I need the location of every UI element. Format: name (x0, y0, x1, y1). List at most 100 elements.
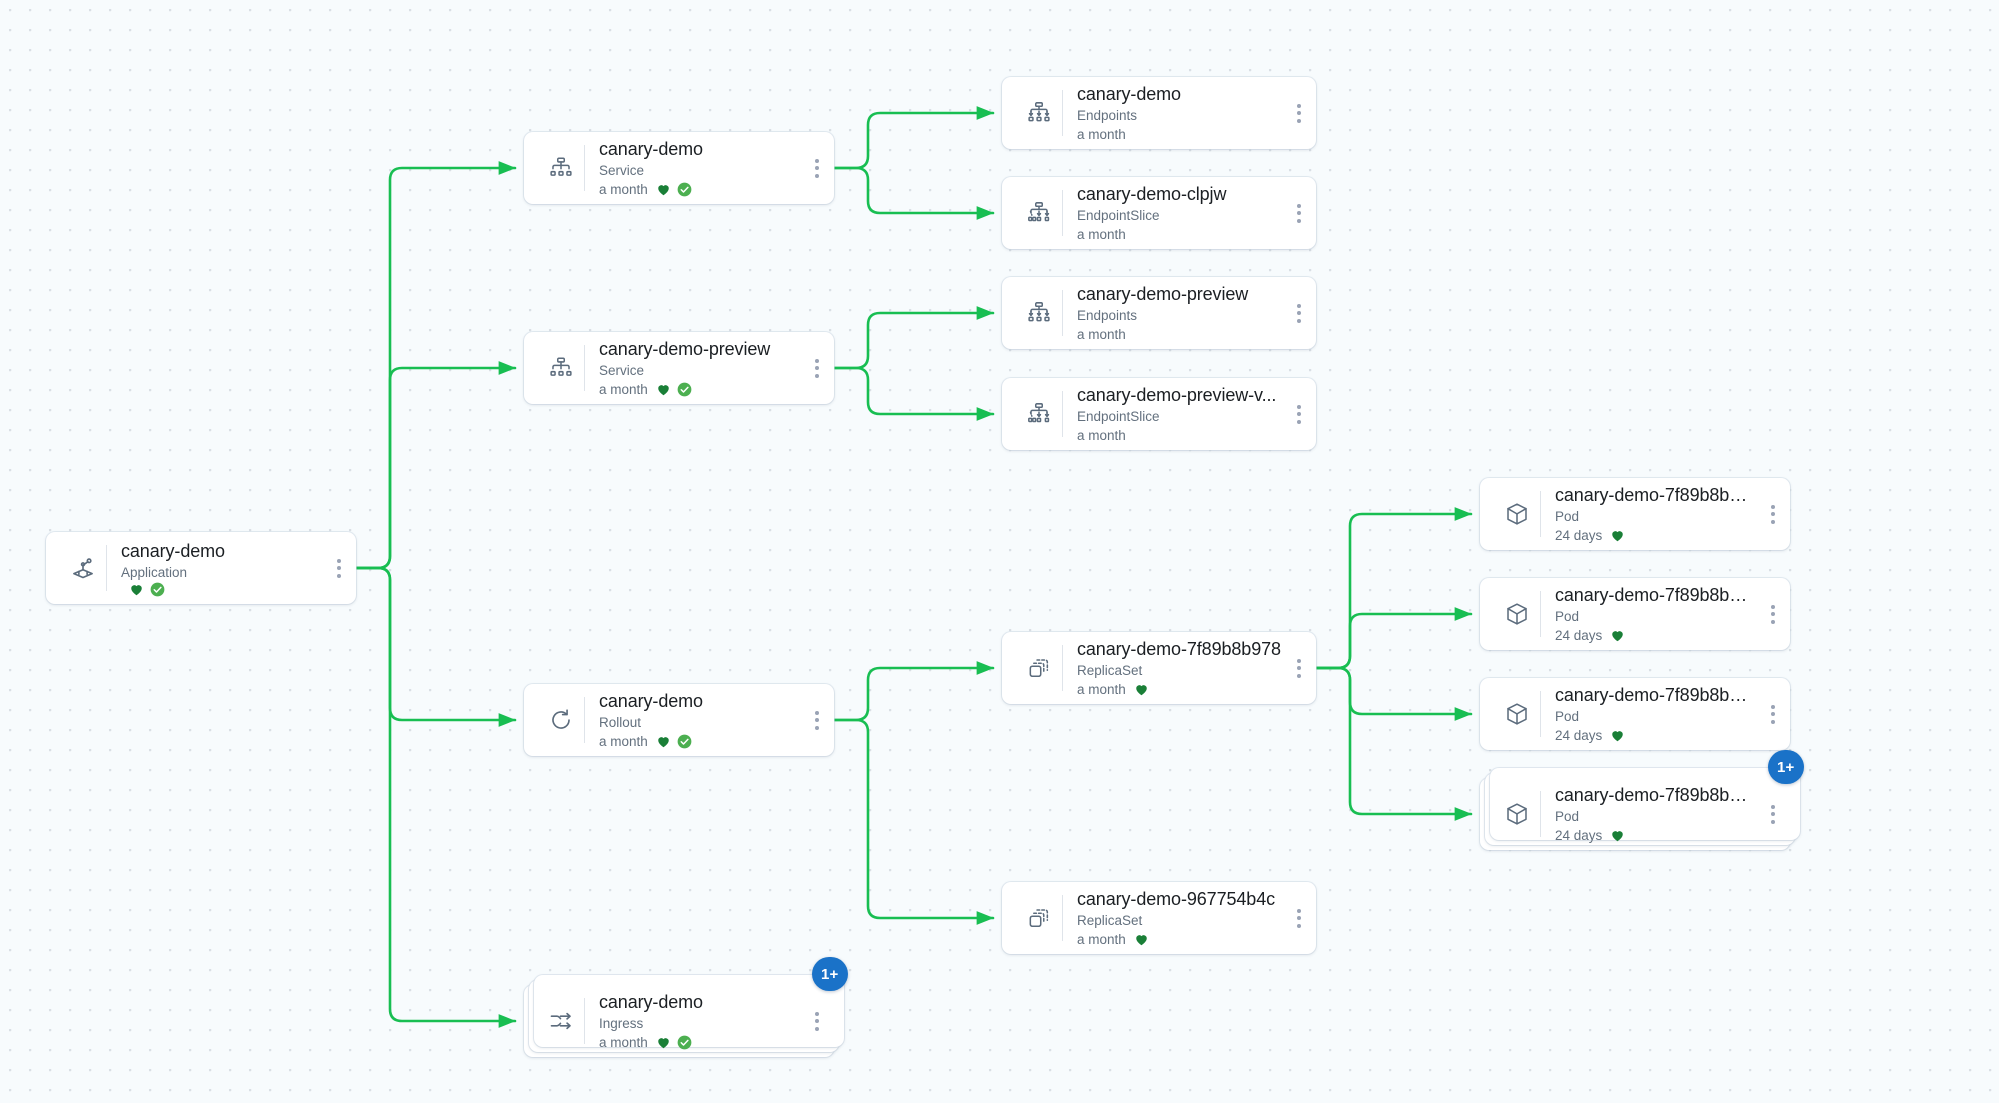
node-menu-icon[interactable] (1756, 778, 1790, 850)
node-body: canary-demo-7f89b8b97... Pod 24 days (1541, 574, 1756, 654)
node-age: 24 days (1555, 528, 1603, 543)
node-menu-icon[interactable] (800, 332, 834, 404)
node-meta: a month (1077, 125, 1282, 144)
node-divider (1062, 391, 1063, 437)
resource-node-eps-preview[interactable]: canary-demo-preview-v... EndpointSlice a m… (1002, 378, 1316, 450)
node-title: canary-demo-clpjw (1077, 184, 1227, 204)
node-menu-icon[interactable] (1282, 882, 1316, 954)
node-age: a month (599, 734, 648, 749)
resource-node-pod-1[interactable]: canary-demo-7f89b8b97... Pod 24 days (1480, 478, 1790, 550)
node-menu-icon[interactable] (322, 532, 356, 604)
edge-rs-7f89-to-pod-1 (1314, 507, 1473, 670)
edge-rollout-to-rs-7f89 (832, 661, 995, 722)
node-kind: Pod (1555, 509, 1580, 524)
node-title: canary-demo (599, 992, 703, 1012)
edge-svc-demo-to-eps-demo (832, 166, 995, 220)
node-title: canary-demo-7f89b8b97... (1555, 585, 1756, 605)
node-meta: a month (1077, 426, 1282, 445)
node-kind: EndpointSlice (1077, 409, 1160, 424)
node-menu-icon[interactable] (1282, 277, 1316, 349)
node-divider (106, 545, 107, 591)
node-status-badges (129, 582, 165, 597)
node-menu-icon[interactable] (800, 684, 834, 756)
node-meta: a month (599, 732, 800, 751)
node-meta: a month (1077, 930, 1282, 949)
endpointslice-icon (1016, 200, 1062, 226)
node-title: canary-demo (121, 541, 225, 561)
node-body: canary-demo-7f89b8b97... Pod 24 days (1541, 474, 1756, 554)
node-age: a month (599, 182, 648, 197)
node-meta (121, 582, 322, 597)
node-kind: Pod (1555, 609, 1580, 624)
node-body: canary-demo-preview-v... EndpointSlice a m… (1063, 374, 1282, 454)
node-menu-icon[interactable] (1282, 177, 1316, 249)
node-status-badges (656, 1035, 692, 1050)
node-menu-icon[interactable] (1282, 378, 1316, 450)
node-menu-icon[interactable] (1756, 678, 1790, 750)
node-meta: 24 days (1555, 626, 1756, 645)
node-menu-icon[interactable] (1756, 478, 1790, 550)
node-meta: a month (1077, 225, 1282, 244)
node-title: canary-demo-preview (599, 339, 771, 359)
node-status-badges (656, 734, 692, 749)
node-status-badges (1610, 728, 1625, 743)
node-divider (584, 697, 585, 743)
node-title: canary-demo-7f89b8b978 (1077, 639, 1281, 659)
node-meta: 24 days (1555, 526, 1756, 545)
node-age: a month (1077, 127, 1126, 142)
node-age: a month (1077, 428, 1126, 443)
node-kind: ReplicaSet (1077, 913, 1143, 928)
edge-svc-preview-to-ep-preview (832, 306, 995, 370)
node-meta: a month (1077, 325, 1282, 344)
node-kind: Pod (1555, 809, 1580, 824)
node-age: a month (1077, 327, 1126, 342)
node-kind: Rollout (599, 715, 642, 730)
node-status-badges (1610, 828, 1625, 843)
node-title: canary-demo-7f89b8b97... (1555, 485, 1756, 505)
node-menu-icon[interactable] (1282, 77, 1316, 149)
node-title: canary-demo-preview-v... (1077, 385, 1277, 405)
replicaset-icon (1016, 655, 1062, 681)
node-divider (1540, 691, 1541, 737)
node-menu-icon[interactable] (800, 985, 834, 1057)
node-kind: Application (121, 565, 188, 580)
edge-app-to-ingress (354, 566, 517, 1028)
resource-node-pod-2[interactable]: canary-demo-7f89b8b97... Pod 24 days (1480, 578, 1790, 650)
node-divider (584, 145, 585, 191)
node-meta: 24 days (1555, 726, 1756, 745)
node-menu-icon[interactable] (1756, 578, 1790, 650)
node-age: 24 days (1555, 728, 1603, 743)
edge-rollout-to-rs-9677 (832, 718, 995, 925)
node-title: canary-demo-7f89b8b97... (1555, 785, 1756, 805)
edge-svc-preview-to-eps-preview (832, 366, 995, 421)
node-menu-icon[interactable] (1282, 632, 1316, 704)
group-count-badge-pod-4[interactable]: 1+ (1768, 750, 1804, 784)
node-divider (1062, 645, 1063, 691)
node-divider (1062, 895, 1063, 941)
node-menu-icon[interactable] (800, 132, 834, 204)
node-divider (1540, 491, 1541, 537)
replicaset-icon (1016, 905, 1062, 931)
group-count-badge-ingress[interactable]: 1+ (812, 957, 848, 991)
node-age: a month (599, 382, 648, 397)
pod-icon (1494, 801, 1540, 827)
rollout-icon (538, 707, 584, 733)
endpointslice-icon (1016, 401, 1062, 427)
node-divider (584, 345, 585, 391)
